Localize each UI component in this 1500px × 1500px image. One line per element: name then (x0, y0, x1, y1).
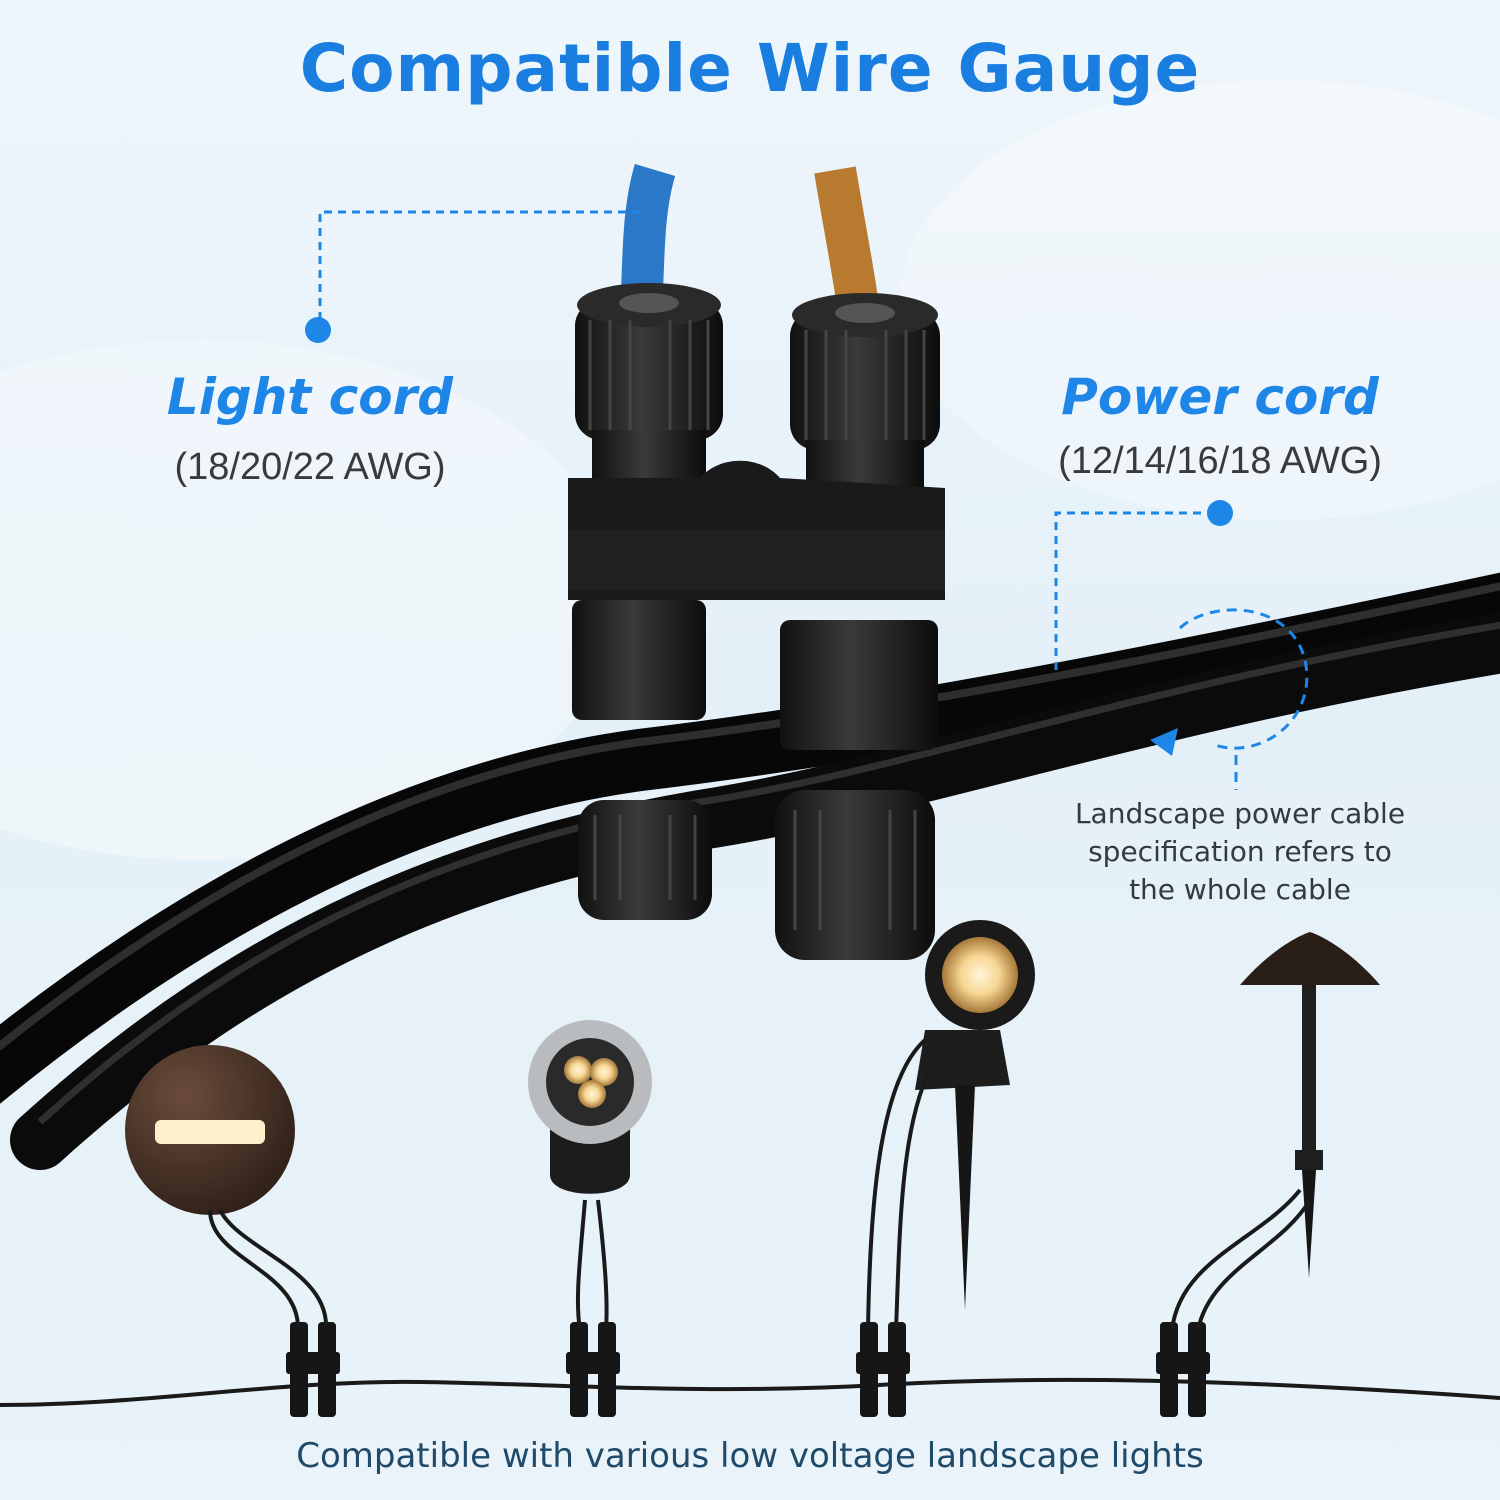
light-cord-spec: (18/20/22 AWG) (174, 446, 446, 488)
mini-connectors (286, 1322, 1210, 1417)
arrow-icon (1150, 728, 1178, 756)
path-light-icon (1170, 932, 1380, 1331)
cable-note-line: Landscape power cable (1074, 797, 1406, 830)
deck-light-icon (125, 1045, 329, 1331)
power-cord-callout (1054, 511, 1215, 670)
power-cord-callout-dot (1207, 500, 1233, 526)
spotlight-icon (866, 920, 1035, 1331)
power-cord-label: Power cord (1061, 368, 1379, 426)
wire-connector (568, 283, 945, 960)
light-cord-callout (318, 210, 640, 325)
page-title: Compatible Wire Gauge (299, 30, 1201, 107)
light-cord-callout-dot (305, 317, 331, 343)
cable-ring-callout (1178, 608, 1309, 790)
landscape-cable-line (0, 1377, 1500, 1407)
cable-note-line: the whole cable (1129, 873, 1351, 906)
in-ground-light-icon (528, 1020, 652, 1331)
bottom-caption: Compatible with various low voltage land… (296, 1436, 1204, 1476)
power-cord-spec: (12/14/16/18 AWG) (1058, 440, 1382, 482)
cable-note-line: specification refers to (1088, 835, 1392, 868)
light-cord-label: Light cord (166, 368, 454, 426)
cable-note: Landscape power cable specification refe… (1040, 795, 1440, 909)
